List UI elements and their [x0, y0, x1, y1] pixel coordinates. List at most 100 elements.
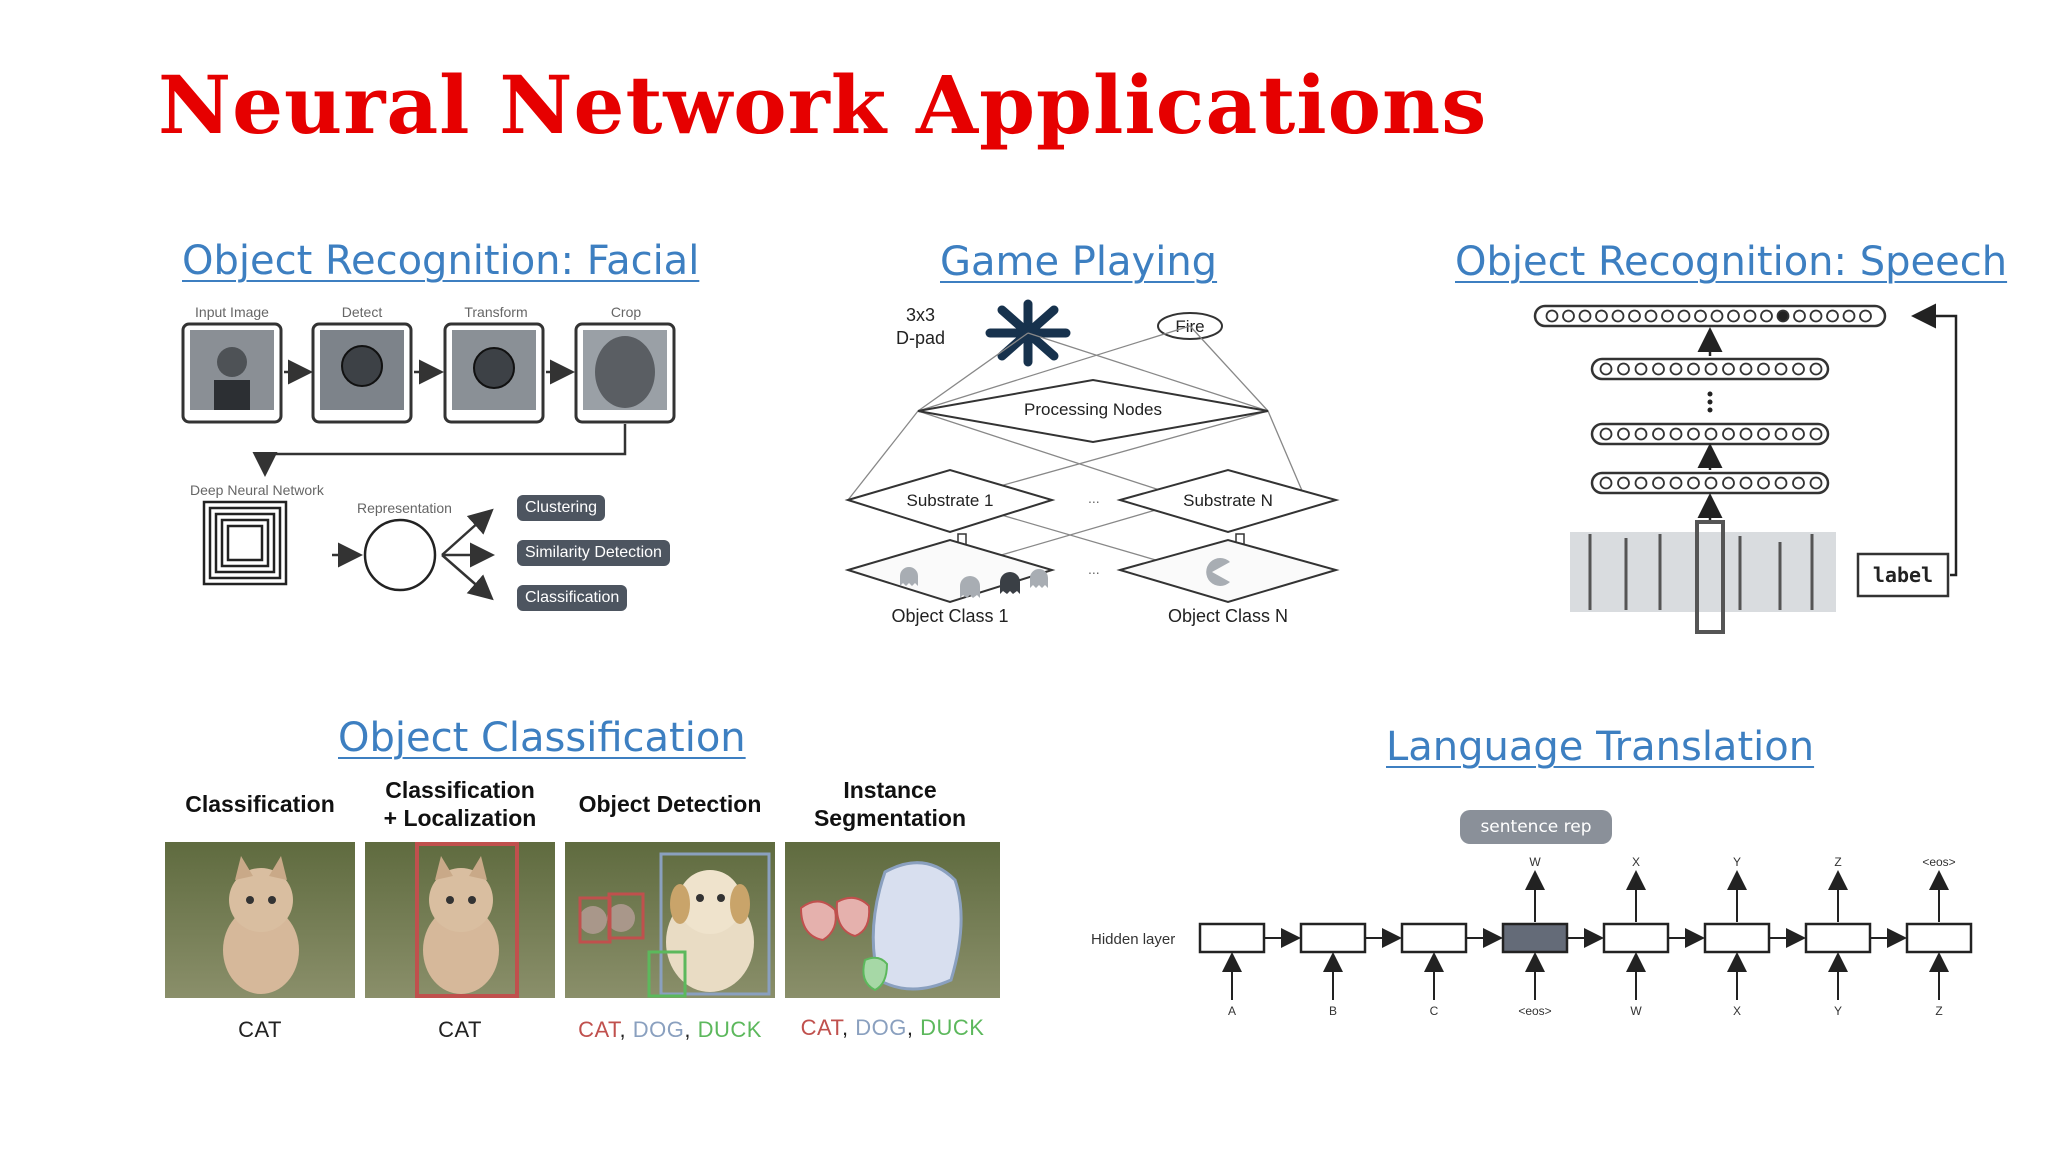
input-token: X [1733, 1004, 1741, 1018]
neuron-unit [1727, 309, 1740, 323]
detect-face [341, 345, 383, 387]
processing-label: Processing Nodes [1024, 400, 1162, 419]
hidden-layer-label: Hidden layer [1091, 931, 1175, 948]
crop-face [595, 336, 655, 408]
label-text: label [1873, 563, 1933, 587]
speech-heading[interactable]: Object Recognition: Speech [1455, 239, 2008, 285]
hidden-cell [1299, 922, 1367, 954]
input-token: <eos> [1518, 1004, 1551, 1018]
puppy-3 [666, 870, 754, 992]
col1-caption: CAT [238, 1017, 282, 1042]
output-token: <eos> [1922, 855, 1955, 869]
neuron-unit [1809, 476, 1823, 490]
game-diagram: 3x3 D-pad Fire Processing Nodes Substrat… [844, 299, 1340, 626]
neuron-unit [1842, 309, 1856, 323]
neuron-unit [1757, 362, 1770, 376]
neuron-unit [1704, 427, 1718, 441]
input-token: W [1630, 1004, 1642, 1018]
neuron-unit [1739, 427, 1753, 441]
output-token: Y [1733, 855, 1741, 869]
neuron-unit [1774, 476, 1788, 490]
substrate1-label: Substrate 1 [907, 491, 994, 510]
neuron-unit [1722, 476, 1735, 490]
neuron-unit [1774, 427, 1788, 441]
rep-circle [363, 518, 437, 592]
neuron-unit [1652, 476, 1665, 490]
classification-heading[interactable]: Object Classification [338, 715, 746, 761]
game-heading[interactable]: Game Playing [940, 239, 1218, 285]
slide-title: Neural Network Applications [158, 58, 1488, 152]
facial-heading[interactable]: Object Recognition: Facial [182, 238, 700, 284]
neuron-unit [1677, 309, 1691, 323]
step-crop-label: Crop [611, 304, 642, 320]
spectrogram-window [1695, 520, 1725, 634]
classn-label: Object Class N [1168, 606, 1288, 626]
seg-cat-1 [799, 900, 837, 942]
hidden-cell [1905, 922, 1973, 954]
neuron-unit [1739, 476, 1753, 490]
neuron-unit [1793, 309, 1806, 323]
output-token: Z [1834, 855, 1841, 869]
input-token: A [1228, 1004, 1236, 1018]
neuron-unit [1704, 362, 1718, 376]
neuron-unit [1669, 476, 1683, 490]
neuron-unit [1634, 476, 1648, 490]
object-class-n [1116, 538, 1340, 604]
neuron-unit [1652, 427, 1665, 441]
dnn-stack [202, 500, 288, 586]
neuron-unit [1634, 427, 1648, 441]
neuron-unit [1599, 362, 1613, 376]
input-token: C [1430, 1004, 1439, 1018]
neuron-unit [1809, 362, 1823, 376]
neuron-unit [1704, 476, 1718, 490]
neuron-unit [1792, 476, 1805, 490]
substraten-label: Substrate N [1183, 491, 1273, 510]
output-classification: Classification [517, 585, 628, 611]
sentence-rep-pill: sentence rep [1460, 810, 1612, 844]
neuron-unit [1611, 309, 1625, 323]
neuron-unit [1776, 309, 1790, 323]
neuron-unit [1687, 362, 1700, 376]
neuron-unit [1792, 427, 1805, 441]
input-token: Y [1834, 1004, 1842, 1018]
output-clustering: Clustering [517, 495, 606, 521]
neuron-unit [1757, 476, 1770, 490]
classification-images [165, 842, 1000, 998]
neuron-unit [1599, 427, 1613, 441]
neuron-unit [1826, 309, 1839, 323]
detect-duck-box [647, 950, 687, 998]
detect-dog-box [659, 852, 771, 996]
neuron-unit [1644, 309, 1658, 323]
rep-label: Representation [357, 500, 452, 516]
spectrogram [1570, 532, 1836, 612]
neuron-unit [1652, 362, 1665, 376]
input-token: B [1329, 1004, 1337, 1018]
neuron-unit [1687, 427, 1700, 441]
hidden-cell [1501, 922, 1569, 954]
dnn-label: Deep Neural Network [190, 482, 325, 498]
seg-duck [862, 956, 889, 992]
substrate-ellipsis: ... [1088, 490, 1100, 506]
speech-diagram: label [1533, 303, 1958, 634]
object-class-1 [844, 538, 1056, 604]
neuron-unit [1694, 309, 1707, 323]
pacman-icon [1206, 558, 1230, 586]
hidden-cell [1703, 922, 1771, 954]
neuron-unit [1792, 362, 1805, 376]
seg-dog [871, 861, 963, 991]
translation-heading[interactable]: Language Translation [1386, 724, 1815, 770]
neuron-unit [1859, 309, 1872, 323]
hidden-cell [1602, 922, 1670, 954]
col4-caption: CAT, DOG, DUCK [800, 1015, 985, 1040]
neuron-unit [1578, 309, 1592, 323]
neuron-unit [1617, 476, 1630, 490]
dpad-label-1: 3x3 [906, 305, 935, 325]
neuron-unit [1669, 427, 1683, 441]
neuron-unit [1757, 427, 1770, 441]
neuron-unit [1669, 362, 1683, 376]
class1-label: Object Class 1 [891, 606, 1008, 626]
kitten-1 [223, 856, 299, 994]
kitten-2 [423, 856, 499, 994]
